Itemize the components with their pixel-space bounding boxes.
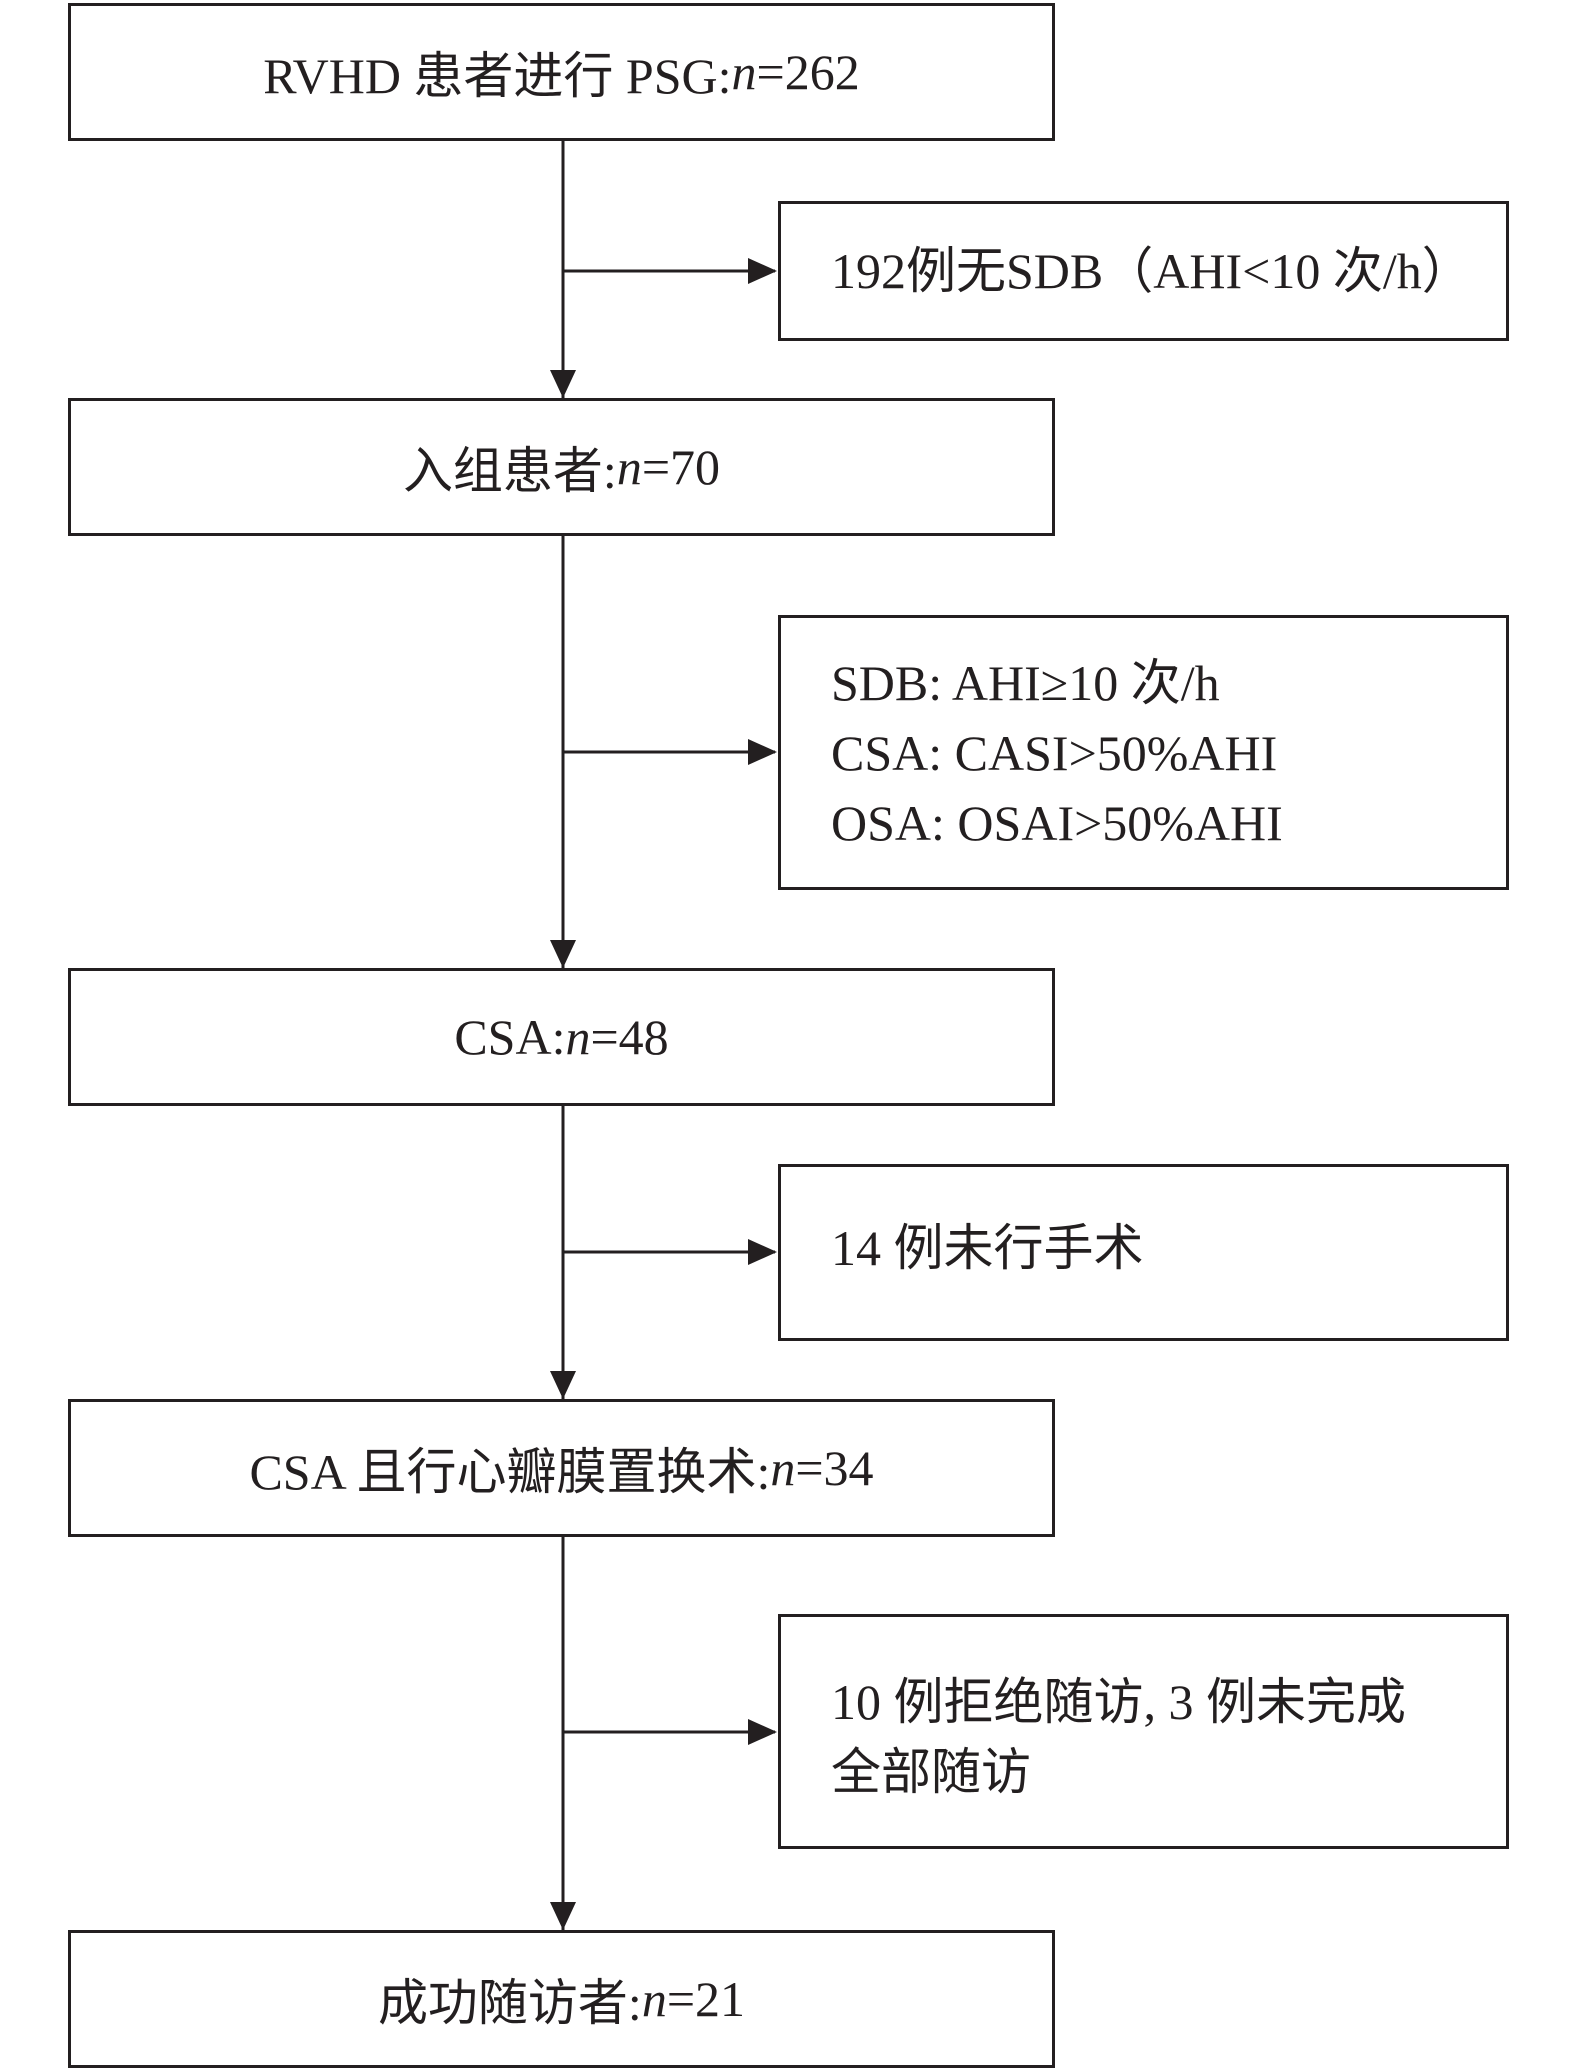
n-variable: n <box>770 1440 796 1496</box>
main-box-followed-up: 成功随访者: n=21 <box>68 1930 1055 2068</box>
main-box-label: 成功随访者: <box>377 1975 642 2031</box>
side-box-text: 全部随访 <box>831 1744 1031 1800</box>
n-variable: n <box>731 44 757 100</box>
main-box-psg: RVHD 患者进行 PSG: n=262 <box>68 3 1055 141</box>
main-box-label: CSA: <box>454 1009 566 1065</box>
side-box-text: SDB: AHI≥10 次/h <box>831 654 1220 711</box>
side-box-text: 10 例拒绝随访, 3 例未完成 <box>831 1674 1406 1730</box>
arrowhead-right-2 <box>748 739 777 765</box>
arrowhead-down-3 <box>550 1371 576 1399</box>
n-variable: n <box>616 439 642 495</box>
count-value: =70 <box>641 439 721 495</box>
count-value: =48 <box>590 1009 669 1065</box>
arrowhead-right-4 <box>748 1719 777 1745</box>
main-box-label: RVHD 患者进行 PSG: <box>263 48 732 104</box>
side-box-no-surgery: 14 例未行手术 <box>778 1164 1509 1341</box>
main-box-csa: CSA: n=48 <box>68 968 1055 1106</box>
arrowhead-down-2 <box>550 940 576 968</box>
side-box-text: OSA: OSAI>50%AHI <box>831 794 1283 851</box>
side-box-text: 192例无SDB（AHI<10 次/h） <box>831 243 1472 299</box>
count-value: =262 <box>756 44 860 100</box>
arrowhead-down-4 <box>550 1902 576 1930</box>
main-box-label: 入组患者: <box>402 443 617 499</box>
side-box-definitions: SDB: AHI≥10 次/h CSA: CASI>50%AHI OSA: OS… <box>778 615 1509 890</box>
main-box-label: CSA 且行心瓣膜置换术: <box>249 1444 771 1500</box>
arrowhead-right-1 <box>748 258 777 284</box>
side-box-text: CSA: CASI>50%AHI <box>831 724 1278 781</box>
n-variable: n <box>565 1009 591 1065</box>
arrowhead-right-3 <box>748 1239 777 1265</box>
side-box-text: 14 例未行手术 <box>831 1220 1144 1276</box>
arrowhead-down-1 <box>550 370 576 398</box>
side-box-lost-followup: 10 例拒绝随访, 3 例未完成 全部随访 <box>778 1614 1509 1849</box>
n-variable: n <box>641 1971 667 2027</box>
count-value: =21 <box>666 1971 746 2027</box>
count-value: =34 <box>795 1440 874 1496</box>
side-box-no-sdb: 192例无SDB（AHI<10 次/h） <box>778 201 1509 341</box>
main-box-enrolled: 入组患者: n=70 <box>68 398 1055 536</box>
main-box-csa-valve-surgery: CSA 且行心瓣膜置换术: n=34 <box>68 1399 1055 1537</box>
